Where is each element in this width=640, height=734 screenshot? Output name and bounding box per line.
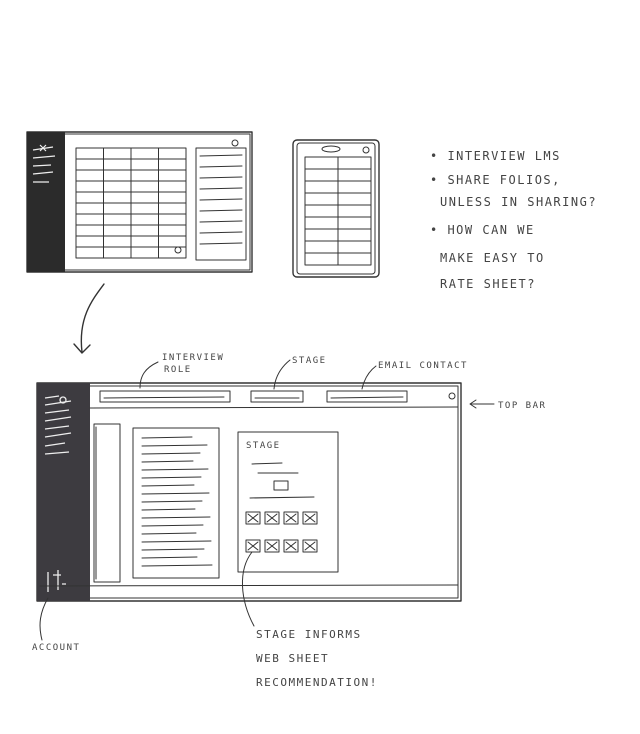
- note-line: • HOW CAN WE: [430, 223, 535, 237]
- annotation-account: ACCOUNT: [32, 597, 80, 653]
- annotation-interview-role: INTERVIEW ROLE: [139, 353, 224, 389]
- sketch-line: [141, 532, 197, 535]
- note-line: RATE SHEET?: [440, 277, 536, 291]
- annotation-label: RECOMMENDATION!: [256, 676, 378, 689]
- sketch-line: [141, 548, 205, 551]
- annotation-stage: STAGE: [273, 356, 327, 390]
- sketch-line: [141, 468, 209, 471]
- detailed-desktop: STAGE: [36, 382, 462, 602]
- stage-checkbox[interactable]: [264, 511, 280, 525]
- stage-checkbox[interactable]: [264, 539, 280, 553]
- annotation-label: ACCOUNT: [32, 643, 80, 653]
- flow-arrow: [73, 283, 105, 354]
- interview-role-field[interactable]: [99, 390, 231, 403]
- stage-checkbox[interactable]: [283, 511, 299, 525]
- annotation-email-contact: EMAIL CONTACT: [361, 361, 468, 390]
- detailed-avatar-icon: [448, 392, 456, 400]
- sketch-line: [266, 541, 278, 551]
- email-contact-field[interactable]: [326, 390, 408, 403]
- sketch-line: [141, 508, 196, 511]
- sketch-line: [141, 516, 211, 519]
- desktop-side-panel: [195, 147, 247, 261]
- sketch-line: [141, 540, 212, 543]
- annotation-label: STAGE: [292, 356, 327, 366]
- sketch-line: [247, 541, 259, 551]
- sketch-line: [199, 198, 243, 201]
- list-pane: [93, 423, 121, 583]
- annotation-top-bar: TOP BAR: [469, 399, 546, 411]
- sketch-line: [141, 436, 193, 439]
- sketch-line: [141, 476, 202, 479]
- sketch-line: [247, 513, 259, 523]
- mobile-avatar-icon: [362, 146, 370, 154]
- sketch-line: [199, 209, 243, 212]
- sketch-line: [199, 187, 243, 190]
- annotation-label: EMAIL CONTACT: [378, 361, 468, 371]
- sketch-line: [199, 176, 243, 179]
- sketch-line: [199, 231, 243, 234]
- sketch-line: [304, 513, 316, 523]
- detailed-sidebar: [37, 383, 90, 601]
- annotation-label: TOP BAR: [498, 401, 546, 411]
- sketch-line: [141, 492, 210, 495]
- stage-checkbox[interactable]: [245, 539, 261, 553]
- annotation-label: WEB SHEET: [256, 652, 329, 665]
- desktop-sidebar: [27, 132, 65, 272]
- sketch-line: [141, 444, 208, 447]
- stage-checkbox[interactable]: [283, 539, 299, 553]
- annotation-label: INTERVIEW: [162, 353, 224, 363]
- sketch-line: [199, 165, 243, 168]
- note-line: • INTERVIEW LMS: [430, 149, 561, 163]
- sketch-line: [199, 242, 243, 245]
- stage-checkbox[interactable]: [302, 539, 318, 553]
- stage-panel-title: STAGE: [246, 441, 281, 451]
- sketch-line: [141, 564, 213, 567]
- sketch-line: [285, 513, 297, 523]
- mobile-frame: [292, 139, 380, 278]
- stage-checkbox[interactable]: [245, 511, 261, 525]
- sketch-line: [141, 484, 195, 487]
- sketch-line: [199, 154, 243, 157]
- mobile-thumbnail: [292, 139, 380, 278]
- annotation-stage-informs: STAGE INFORMS WEB SHEET RECOMMENDATION!: [242, 551, 378, 689]
- sketch-line: [304, 541, 316, 551]
- sketch-line: [141, 524, 204, 527]
- note-line: MAKE EASY TO: [440, 251, 545, 265]
- sketch-line: [285, 541, 297, 551]
- stage-checkbox[interactable]: [302, 511, 318, 525]
- desktop-avatar-icon: [231, 139, 239, 147]
- annotation-label: ROLE: [164, 365, 192, 375]
- sketch-line: [141, 452, 201, 455]
- sketch-line: [141, 460, 194, 463]
- stage-panel: [237, 431, 339, 573]
- desktop-thumbnail: [26, 131, 253, 273]
- annotation-label: STAGE INFORMS: [256, 628, 362, 641]
- document-pane: [132, 427, 220, 579]
- stage-field[interactable]: [250, 390, 304, 403]
- note-line: UNLESS IN SHARING?: [440, 195, 597, 209]
- sketch-line: [141, 556, 198, 559]
- sketch-line: [266, 513, 278, 523]
- sketch-line: [141, 500, 203, 503]
- detailed-frame: [36, 382, 462, 602]
- sketch-line: [199, 220, 243, 223]
- notes: • INTERVIEW LMS • SHARE FOLIOS, UNLESS I…: [430, 149, 597, 291]
- note-line: • SHARE FOLIOS,: [430, 173, 561, 187]
